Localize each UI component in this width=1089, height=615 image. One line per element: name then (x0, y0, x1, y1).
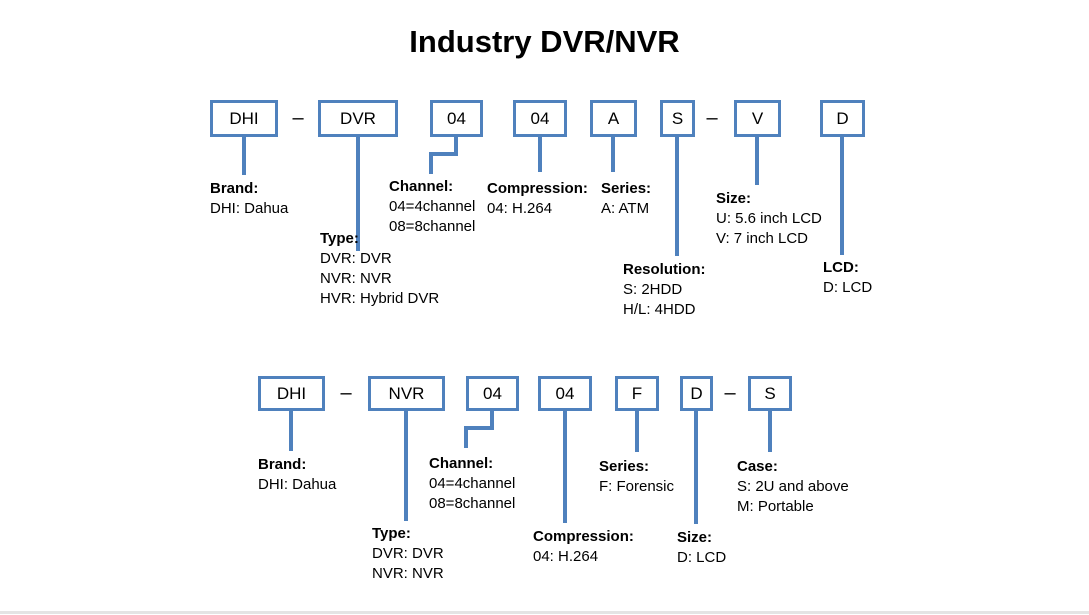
code-box-brand: DHI (210, 100, 278, 137)
label-heading: Case: (737, 458, 778, 475)
connector-channel-line (454, 137, 458, 156)
label-line: D: LCD (677, 549, 727, 566)
label-line: NVR: NVR (320, 270, 392, 287)
label-heading: Series: (601, 180, 652, 197)
label-line: 08=8channel (389, 218, 476, 235)
label-channel: Channel: 04=4channel 08=8channel (429, 454, 515, 514)
code-box-resolution: S (660, 100, 695, 137)
connector-type-line (356, 137, 360, 251)
page-title: Industry DVR/NVR (409, 24, 680, 59)
label-series: Series: A: ATM (601, 179, 651, 219)
connector-type-line (404, 411, 408, 521)
label-heading: Type: (372, 525, 411, 542)
label-line: 08=8channel (429, 495, 516, 512)
code-box-type: NVR (368, 376, 445, 411)
label-line: M: Portable (737, 498, 814, 515)
label-line: S: 2HDD (623, 281, 683, 298)
code-box-channel: 04 (466, 376, 519, 411)
connector-brand-line (289, 411, 293, 451)
separator-dash: – (706, 107, 718, 129)
label-resolution: Resolution: S: 2HDD H/L: 4HDD (623, 260, 706, 320)
label-line: F: Forensic (599, 478, 675, 495)
label-line: A: ATM (601, 200, 650, 217)
label-line: 04: H.264 (487, 200, 553, 217)
label-line: DVR: DVR (372, 545, 444, 562)
connector-series-line (635, 411, 639, 452)
label-line: DHI: Dahua (258, 476, 337, 493)
label-type: Type: DVR: DVR NVR: NVR (372, 524, 444, 584)
label-line: HVR: Hybrid DVR (320, 290, 440, 307)
connector-size-line (755, 137, 759, 185)
connector-lcd-line (840, 137, 844, 255)
label-heading: Size: (716, 190, 752, 207)
label-line: DVR: DVR (320, 250, 392, 267)
connector-channel-line (429, 152, 433, 174)
label-heading: Compression: (487, 180, 588, 197)
code-box-series: F (615, 376, 659, 411)
label-compression: Compression: 04: H.264 (533, 527, 634, 567)
label-line: S: 2U and above (737, 478, 849, 495)
code-box-compression: 04 (513, 100, 567, 137)
label-heading: Channel: (389, 178, 454, 195)
label-heading: Brand: (210, 180, 259, 197)
label-heading: Channel: (429, 455, 494, 472)
separator-dash: – (340, 382, 352, 404)
label-heading: LCD: (823, 259, 859, 276)
code-box-series: A (590, 100, 637, 137)
separator-dash: – (292, 107, 304, 129)
connector-channel-line (429, 152, 458, 156)
connector-series-line (611, 137, 615, 172)
label-line: NVR: NVR (372, 565, 444, 582)
connector-case-line (768, 411, 772, 452)
code-box-compression: 04 (538, 376, 592, 411)
label-heading: Brand: (258, 456, 307, 473)
label-heading: Resolution: (623, 261, 706, 278)
label-line: DHI: Dahua (210, 200, 289, 217)
label-size: Size: D: LCD (677, 528, 726, 568)
label-line: H/L: 4HDD (623, 301, 696, 318)
label-brand: Brand: DHI: Dahua (210, 179, 288, 219)
connector-compression-line (538, 137, 542, 172)
label-line: U: 5.6 inch LCD (716, 210, 822, 227)
label-channel: Channel: 04=4channel 08=8channel (389, 177, 475, 237)
label-heading: Type: (320, 230, 359, 247)
label-compression: Compression: 04: H.264 (487, 179, 588, 219)
label-size: Size: U: 5.6 inch LCD V: 7 inch LCD (716, 189, 822, 249)
label-line: V: 7 inch LCD (716, 230, 808, 247)
code-box-case: S (748, 376, 792, 411)
code-box-lcd: D (820, 100, 865, 137)
connector-channel-line (490, 411, 494, 430)
separator-dash: – (724, 382, 736, 404)
label-line: 04=4channel (389, 198, 476, 215)
label-line: D: LCD (823, 279, 873, 296)
code-box-brand: DHI (258, 376, 325, 411)
code-box-size: D (680, 376, 713, 411)
connector-resolution-line (675, 137, 679, 256)
code-box-type: DVR (318, 100, 398, 137)
connector-compression-line (563, 411, 567, 523)
label-line: 04: H.264 (533, 548, 599, 565)
label-lcd: LCD: D: LCD (823, 258, 872, 298)
code-box-channel: 04 (430, 100, 483, 137)
slide-bottom-edge (0, 611, 1089, 614)
label-heading: Compression: (533, 528, 634, 545)
label-brand: Brand: DHI: Dahua (258, 455, 336, 495)
label-heading: Series: (599, 458, 650, 475)
code-box-size: V (734, 100, 781, 137)
label-case: Case: S: 2U and above M: Portable (737, 457, 849, 517)
label-line: 04=4channel (429, 475, 516, 492)
label-heading: Size: (677, 529, 713, 546)
connector-channel-line (464, 426, 494, 430)
label-type: Type: DVR: DVR NVR: NVR HVR: Hybrid DVR (320, 229, 439, 309)
connector-size-line (694, 411, 698, 524)
connector-channel-line (464, 426, 468, 448)
label-series: Series: F: Forensic (599, 457, 674, 497)
connector-brand-line (242, 137, 246, 175)
